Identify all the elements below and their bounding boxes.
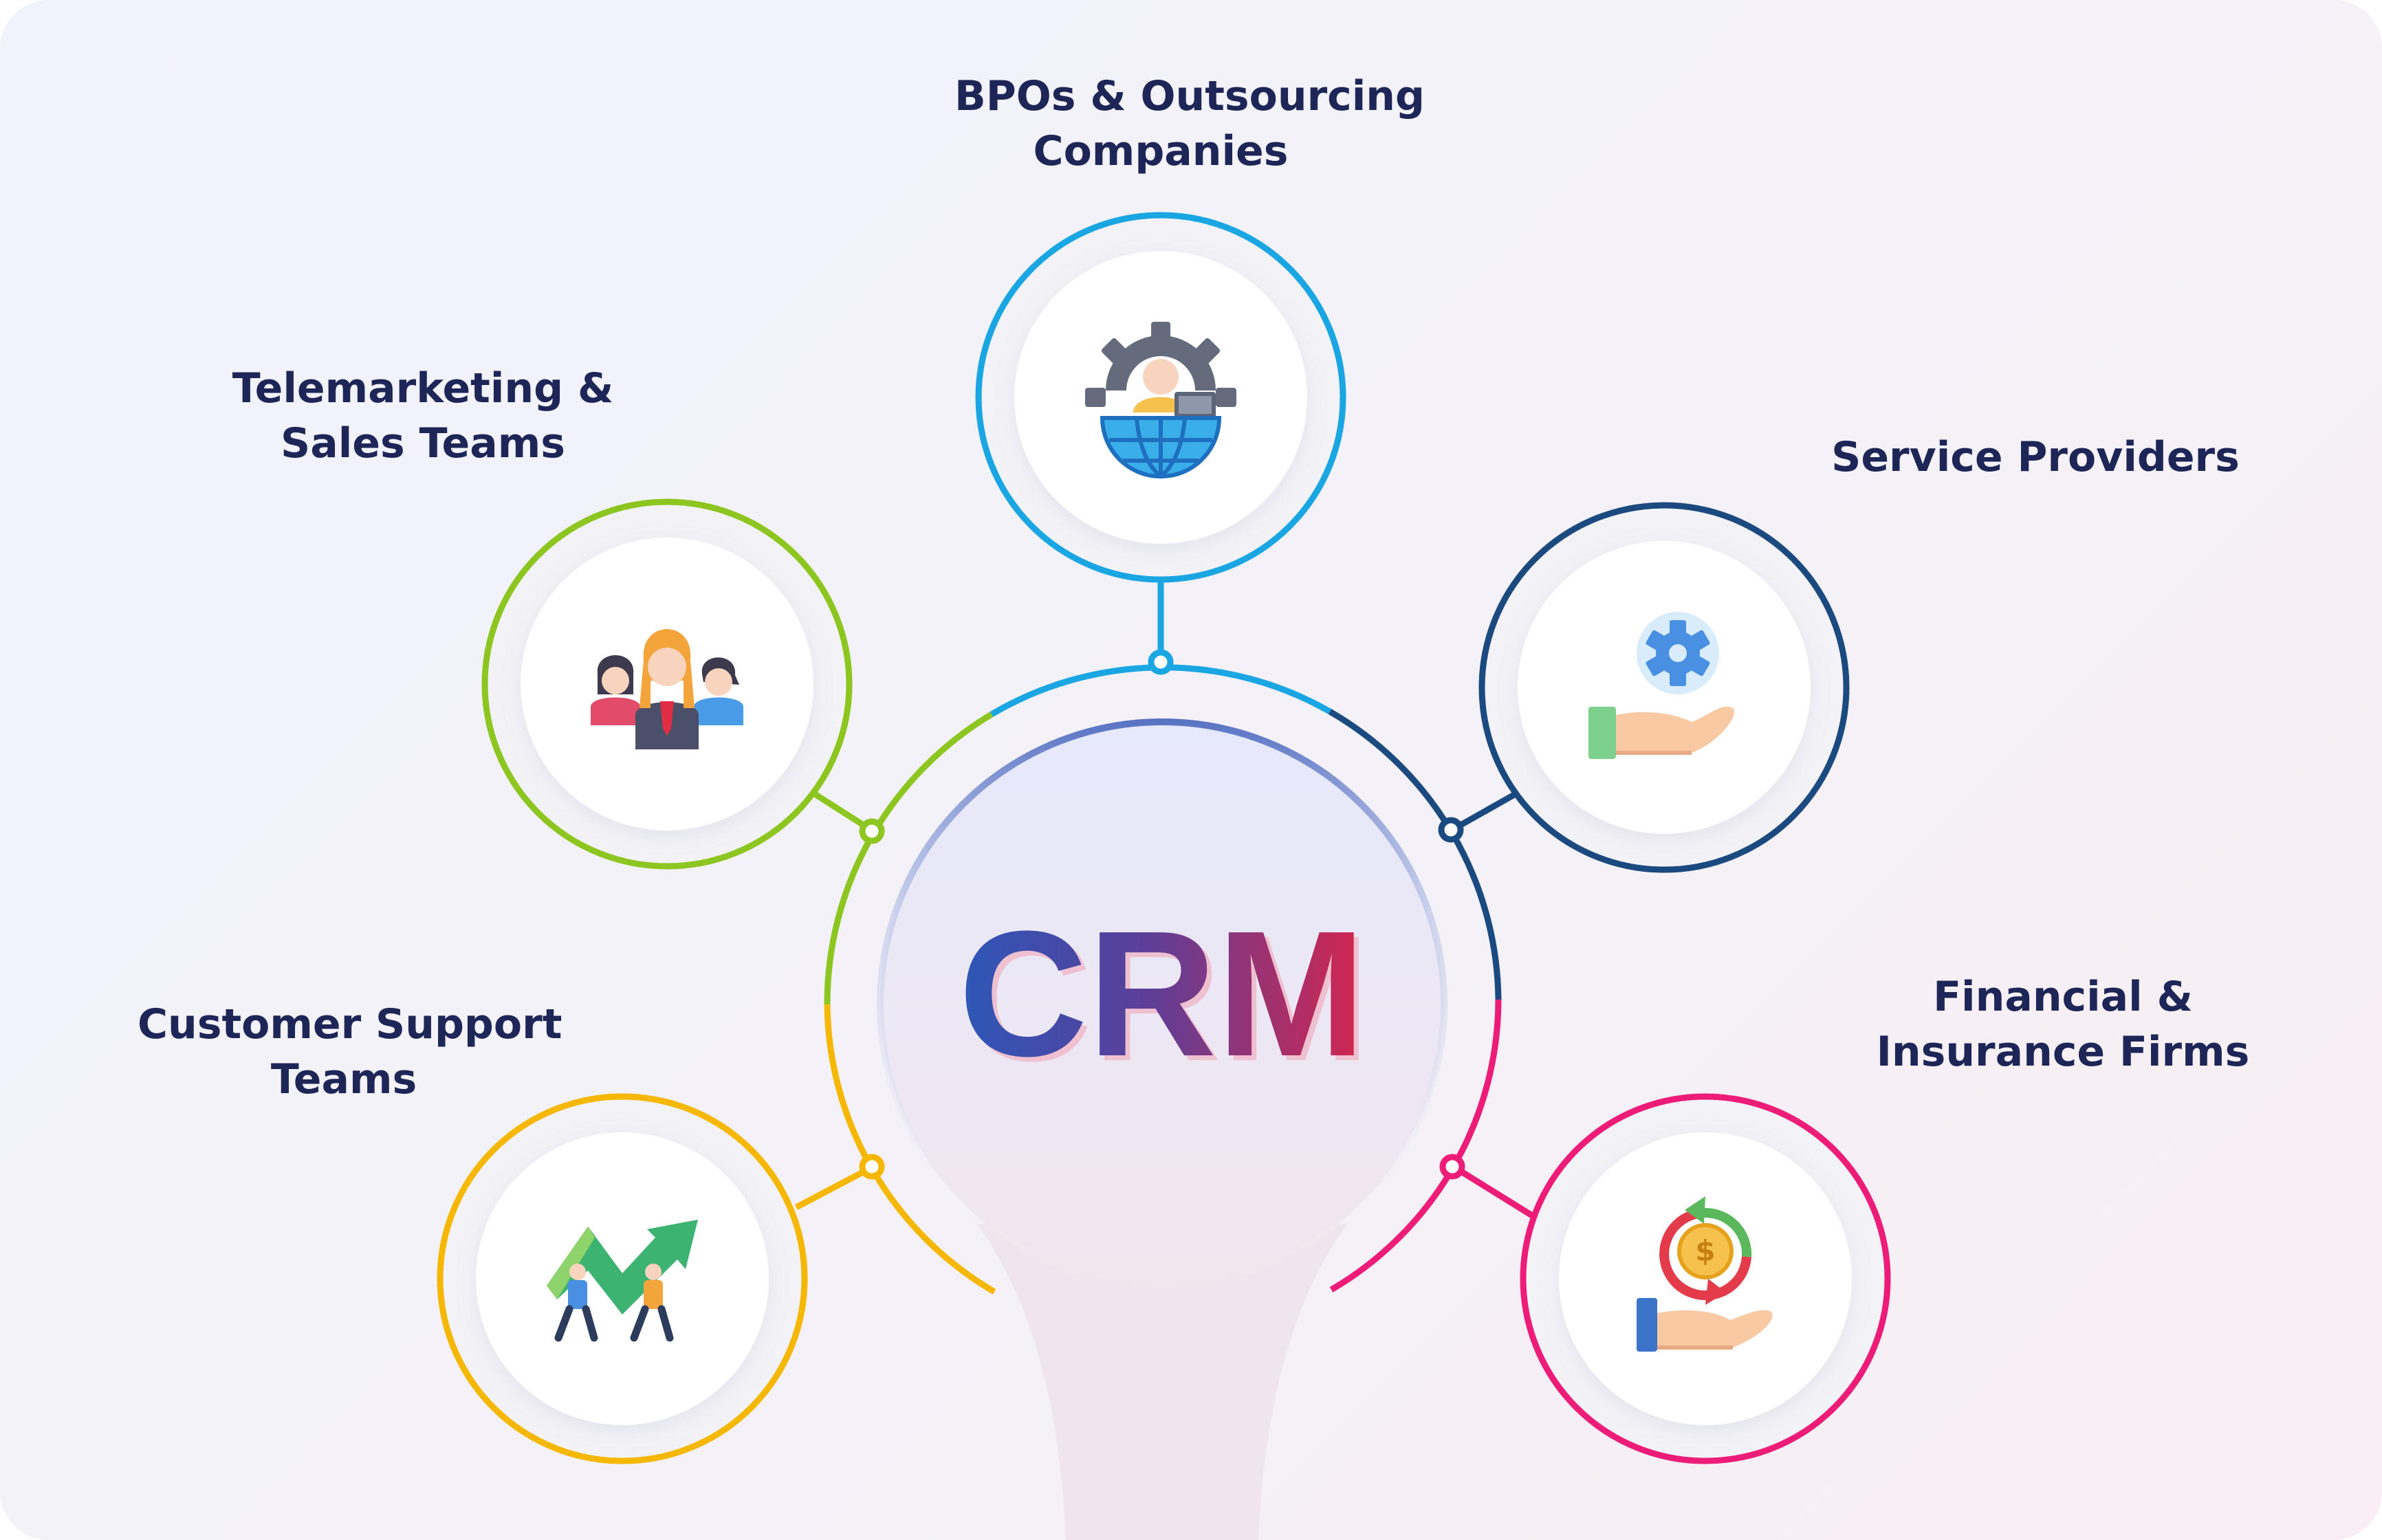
label-support-line1: Customer Support <box>138 1000 562 1048</box>
label-service-line1: Service Providers <box>1831 433 2240 481</box>
node-financial <box>1439 1154 1465 1180</box>
hand-coin-icon: $ <box>1637 1196 1773 1352</box>
connector-financial <box>1450 1163 1534 1218</box>
growth-arrow-people-icon <box>547 1220 698 1342</box>
hand-gear-icon <box>1588 612 1734 759</box>
label-bpo: BPOs & Outsourcing Companies <box>954 69 1425 179</box>
label-bpo-line1: BPOs & Outsourcing <box>954 72 1425 120</box>
crm-text-shadow: CRM <box>963 899 1370 1099</box>
label-support: Customer Support Teams <box>138 997 562 1107</box>
label-financial-line1: Financial & <box>1933 973 2193 1021</box>
label-telemarketing: Telemarketing & Sales Teams <box>217 361 629 471</box>
svg-text:$: $ <box>1695 1234 1715 1268</box>
label-support-line2: Teams <box>270 1055 417 1103</box>
crm-bulb-rim <box>877 718 1447 1289</box>
node-bpo <box>1148 649 1174 675</box>
label-telemarketing-line2: Sales Teams <box>281 419 565 468</box>
label-financial: Financial & Insurance Firms <box>1857 969 2269 1079</box>
crm-bulb-stem <box>976 1224 1348 1540</box>
crm-text: CRM <box>959 894 1366 1094</box>
label-financial-line2: Insurance Firms <box>1876 1028 2250 1076</box>
sales-team-icon <box>591 629 743 749</box>
label-telemarketing-line1: Telemarketing & <box>232 364 614 412</box>
crm-bulb <box>880 722 1444 1286</box>
node-support <box>859 1154 885 1180</box>
node-telemarketing <box>859 818 885 844</box>
connector-support <box>794 1165 874 1210</box>
globe-person-gear-icon <box>1085 322 1236 478</box>
node-service <box>1438 817 1464 843</box>
label-bpo-line2: Companies <box>1033 127 1289 175</box>
label-service: Service Providers <box>1829 430 2242 485</box>
